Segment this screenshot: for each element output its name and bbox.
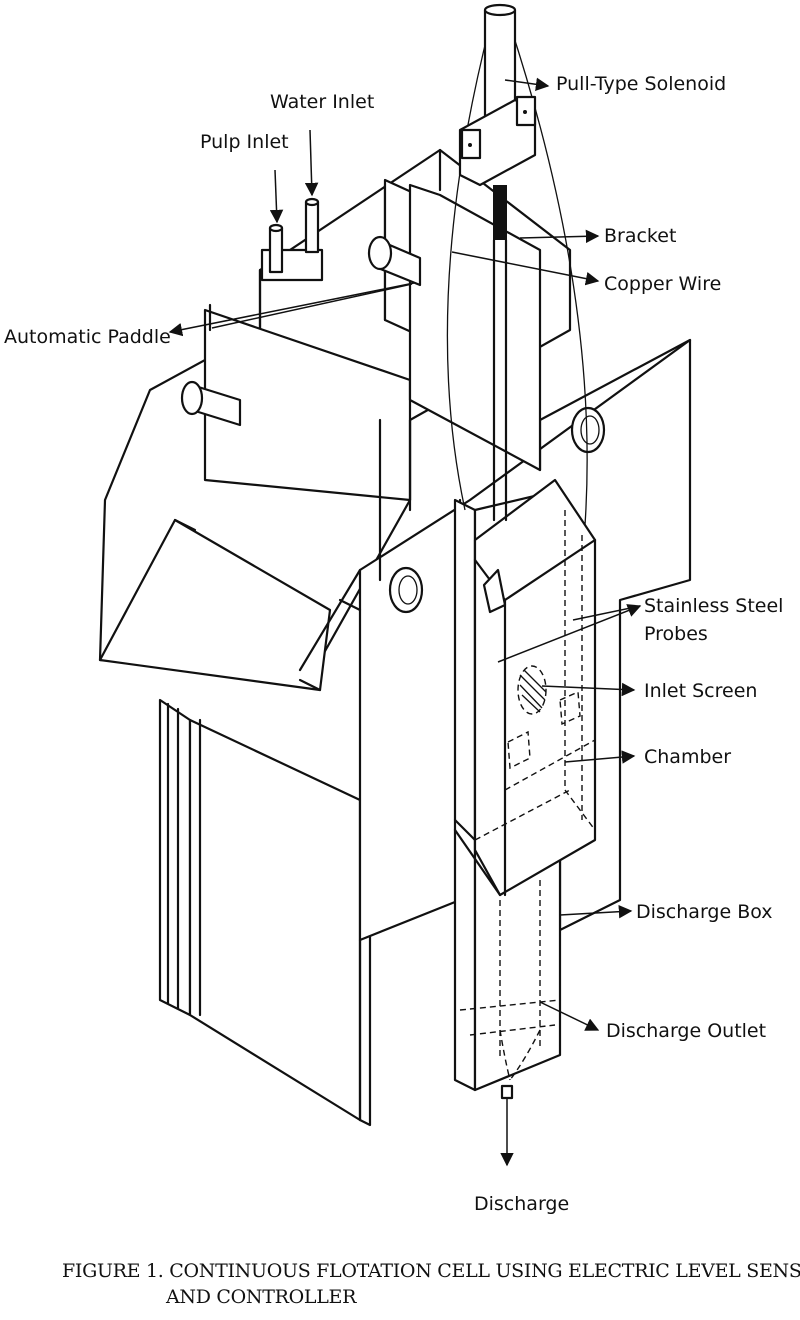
label-discharge-box: Discharge Box xyxy=(636,901,773,923)
leader-lines xyxy=(168,77,642,1167)
label-pulp-inlet: Pulp Inlet xyxy=(200,131,289,153)
label-water-inlet: Water Inlet xyxy=(270,91,374,113)
label-stainless-steel-probes-line1: Stainless Steel xyxy=(644,595,783,617)
label-copper-wire: Copper Wire xyxy=(604,273,721,295)
label-inlet-screen: Inlet Screen xyxy=(644,680,757,702)
chamber xyxy=(453,478,597,897)
label-discharge: Discharge xyxy=(474,1193,569,1215)
label-discharge-outlet: Discharge Outlet xyxy=(606,1020,766,1042)
right-automatic-paddle xyxy=(367,178,542,472)
solenoid-assembly xyxy=(446,3,588,526)
label-automatic-paddle: Automatic Paddle xyxy=(4,326,171,348)
label-stainless-steel-probes-line2: Probes xyxy=(644,623,708,645)
label-bracket: Bracket xyxy=(604,225,676,247)
figure-caption-line2: AND CONTROLLER xyxy=(165,1286,357,1308)
left-automatic-paddle xyxy=(180,303,412,502)
inlet-pipes xyxy=(260,197,324,282)
label-pull-type-solenoid: Pull-Type Solenoid xyxy=(556,73,726,95)
label-chamber: Chamber xyxy=(644,746,731,768)
left-cell-housing xyxy=(98,328,412,1127)
figure-caption-line1: FIGURE 1. CONTINUOUS FLOTATION CELL USIN… xyxy=(62,1260,800,1282)
